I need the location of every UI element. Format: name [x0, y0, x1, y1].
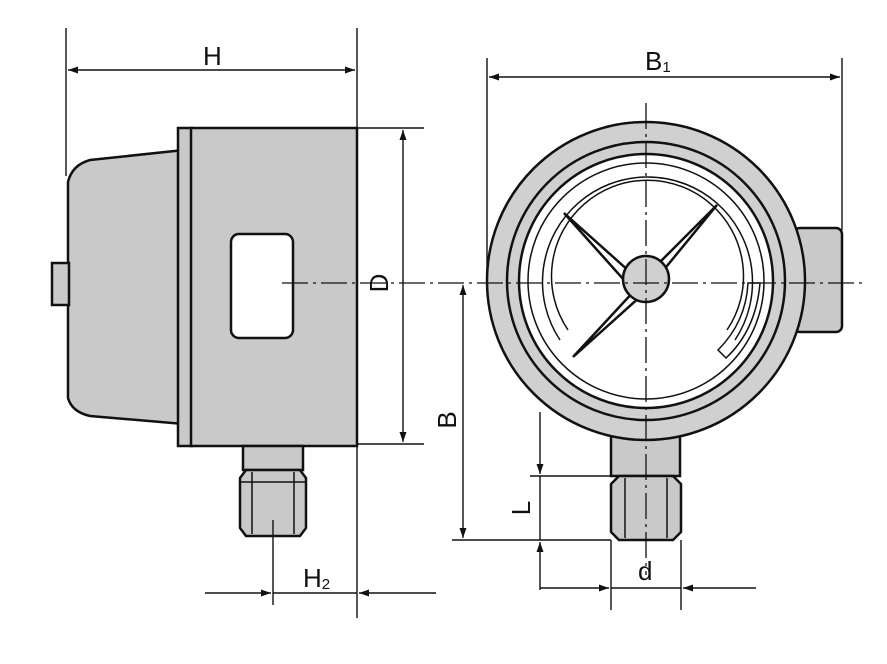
side-hex-nut [238, 468, 308, 538]
side-stem [241, 444, 305, 472]
side-dimensions: H D H2 [65, 28, 436, 618]
label-B: B [432, 411, 462, 428]
side-window [229, 232, 295, 340]
side-rear-cover [66, 148, 186, 426]
label-H2: H2 [303, 563, 330, 593]
label-B1: B1 [645, 46, 671, 76]
label-H: H [203, 41, 222, 71]
label-d: d [638, 556, 652, 586]
scale-arc-inner [550, 179, 745, 331]
side-view [50, 126, 359, 538]
front-dimensions: B1 B L d [432, 46, 843, 610]
scale-arc-outer [541, 176, 754, 341]
side-back-knob [50, 261, 71, 307]
label-L: L [506, 501, 536, 515]
centerlines [282, 103, 866, 575]
scale-bar [716, 282, 761, 360]
